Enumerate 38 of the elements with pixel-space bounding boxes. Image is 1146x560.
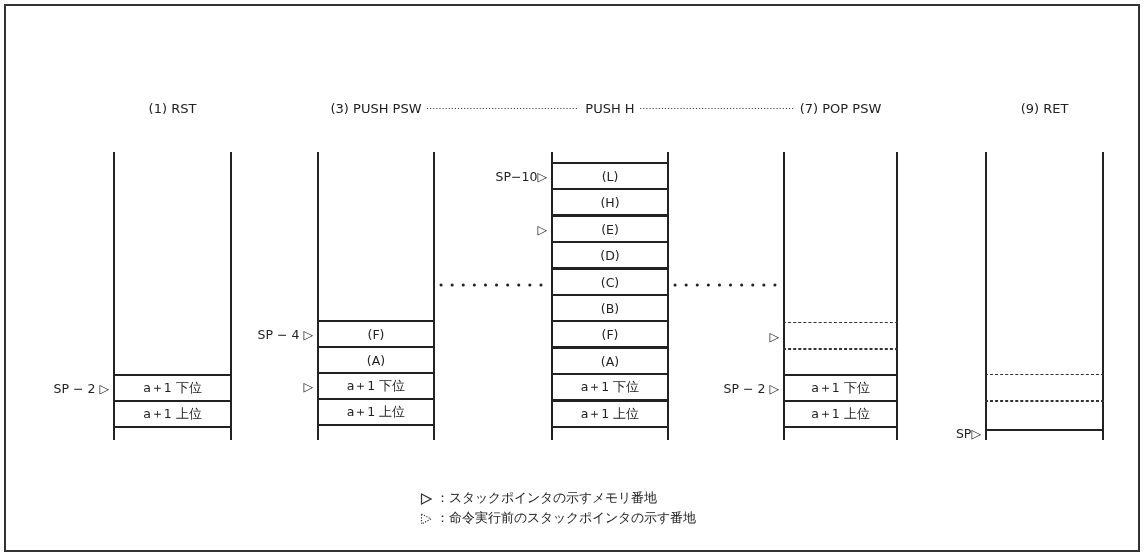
- cell-text: (L): [601, 168, 619, 184]
- pointer-label: ▷: [769, 328, 779, 344]
- cell-text: (E): [601, 221, 619, 237]
- stack-heading: (1) RST: [148, 101, 197, 116]
- pointer-label: SP▷: [955, 426, 981, 441]
- cell-text: (H): [600, 194, 620, 210]
- pointer-label: SP−10▷: [495, 168, 547, 184]
- cell-text: (C): [600, 274, 620, 290]
- pointer-label: SP − 2 ▷: [53, 380, 109, 396]
- pointer-label: SP − 4 ▷: [257, 326, 313, 342]
- stack-heading: (3) PUSH PSW: [330, 101, 422, 116]
- cell-text: a＋1 下位: [346, 377, 406, 395]
- dotted-connector: [673, 283, 779, 287]
- legend-text: ：命令実行前のスタックポインタの示す番地: [436, 510, 696, 527]
- stack-cell: [551, 400, 669, 428]
- legend-text: ：スタックポインタの示すメモリ番地: [436, 490, 657, 507]
- cell-text: (F): [601, 326, 619, 342]
- cell-text: a＋1 下位: [580, 378, 640, 396]
- empty-stack-cell: [985, 374, 1104, 402]
- dotted-connector: [640, 107, 795, 110]
- stack-heading: PUSH H: [585, 101, 635, 116]
- pointer-label: ▷: [303, 378, 313, 394]
- cell-text: a＋1 上位: [143, 405, 202, 423]
- cell-text: (A): [366, 352, 386, 368]
- cell-text: (A): [600, 353, 620, 369]
- dotted-connector: [426, 107, 580, 110]
- cell-text: a＋1 下位: [143, 379, 202, 397]
- cell-text: (D): [600, 247, 620, 263]
- stack-heading: (7) POP PSW: [799, 101, 882, 116]
- cell-text: a＋1 上位: [580, 405, 640, 423]
- cell-text: a＋1 上位: [811, 405, 870, 423]
- stack-heading: (9) RET: [1020, 101, 1069, 116]
- pointer-label: SP − 2 ▷: [723, 380, 779, 396]
- cell-text: a＋1 下位: [811, 379, 870, 397]
- cell-text: (F): [367, 326, 385, 342]
- pointer-label: ▷: [537, 221, 547, 237]
- cell-text: (B): [600, 300, 620, 316]
- cell-text: a＋1 上位: [346, 403, 406, 421]
